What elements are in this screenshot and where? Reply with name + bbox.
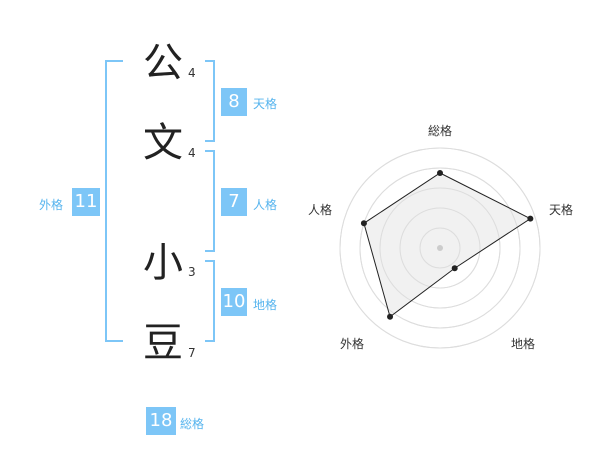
radar-point-5 xyxy=(360,220,367,227)
gaikaku-value: 11 xyxy=(72,188,100,216)
radar-shape xyxy=(363,172,532,318)
gaikaku-bracket xyxy=(105,60,123,342)
soukaku-label: 総格 xyxy=(180,417,205,431)
radar-point-4 xyxy=(387,313,394,320)
jinkaku-value: 7 xyxy=(221,188,247,216)
radar-ring-overlay xyxy=(399,207,481,289)
radar-axis-label-gaikaku: 外格 xyxy=(340,337,365,351)
radar-point-1 xyxy=(437,170,443,176)
name-char-4: 豆 xyxy=(143,320,183,366)
name-char-2: 文 xyxy=(143,120,183,166)
tenkaku-value: 8 xyxy=(221,88,247,116)
jinkaku-bracket xyxy=(205,150,215,252)
radar-axis-label-soukaku: 総格 xyxy=(428,124,453,138)
gaikaku-label: 外格 xyxy=(39,198,64,212)
stroke-count-3: 3 xyxy=(188,265,196,279)
radar-ring-overlay xyxy=(419,227,461,269)
radar-point-2 xyxy=(527,215,534,222)
chikaku-bracket xyxy=(205,260,215,342)
stroke-count-4: 7 xyxy=(188,346,196,360)
chikaku-value: 10 xyxy=(221,288,247,316)
stroke-count-2: 4 xyxy=(188,146,196,160)
radar-ring-overlay xyxy=(359,167,521,329)
soukaku-value: 18 xyxy=(146,407,176,435)
tenkaku-label: 天格 xyxy=(253,97,278,111)
stroke-count-1: 4 xyxy=(188,66,196,80)
radar-axis-label-jinkaku: 人格 xyxy=(308,203,333,217)
name-char-1: 公 xyxy=(143,40,183,86)
name-char-3: 小 xyxy=(143,240,183,286)
jinkaku-label: 人格 xyxy=(253,198,278,212)
radar-axis-label-tenkaku: 天格 xyxy=(549,203,574,217)
radar-axis-label-chikaku: 地格 xyxy=(511,337,536,351)
chikaku-label: 地格 xyxy=(253,298,278,312)
radar-fill xyxy=(363,173,531,317)
radar-center-dot xyxy=(437,245,443,251)
radar-ring-overlay xyxy=(379,187,501,309)
radar-point-3 xyxy=(451,265,458,272)
radar-ring-overlay xyxy=(339,147,541,349)
tenkaku-bracket xyxy=(205,60,215,142)
